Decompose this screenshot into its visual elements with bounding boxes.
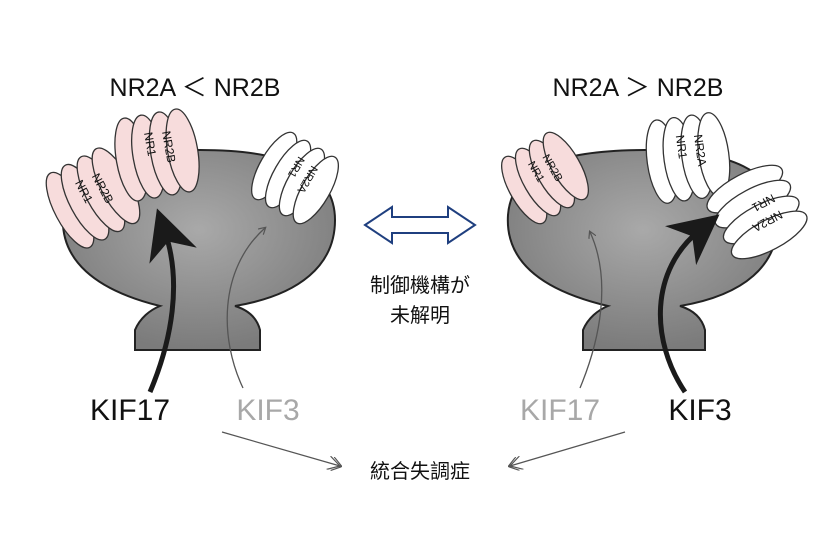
right-receptor-side: NR1 NR2A [706, 164, 808, 260]
receptor-label-nr2a: NR2A [691, 133, 709, 167]
receptor-label-nr1: NR1 [673, 134, 690, 160]
right-receptor-top: NR1 NR2A [645, 112, 731, 204]
left-motor-strong: KIF17 [90, 394, 170, 427]
right-motor-weak: KIF17 [520, 394, 600, 427]
receptor-label-nr2b: NR2B [159, 130, 178, 164]
right-motor-strong: KIF3 [668, 394, 731, 427]
left-receptor-left: NR1 NR2B [45, 147, 141, 249]
left-title: NR2A ＜ NR2B [110, 74, 281, 102]
receptor-label-nr1: NR1 [141, 131, 159, 157]
double-arrow [363, 205, 477, 245]
left-panel: NR2A ＜ NR2B NR1 NR2B NR1 NR2B NR [45, 74, 339, 427]
right-title: NR2A ＞ NR2B [553, 74, 724, 102]
mechanism-line1: 制御機構が [370, 273, 470, 297]
right-weak-arrow [579, 232, 603, 389]
right-panel: NR2A ＞ NR2B NR1 NR2B NR1 NR2A NR1 [501, 74, 808, 427]
mechanism-line2: 未解明 [390, 303, 450, 327]
right-outcome-arrow [510, 431, 626, 466]
right-strong-arrow [657, 214, 720, 394]
left-motor-weak: KIF3 [236, 394, 299, 427]
outcome-label: 統合失調症 [370, 459, 470, 483]
right-receptor-pink: NR1 NR2B [501, 131, 589, 225]
left-outcome-arrow [221, 431, 340, 466]
left-receptor-white: NR1 NR2A [251, 131, 339, 225]
left-strong-arrow [147, 208, 197, 393]
center-panel: 制御機構が 未解明 統合失調症 [221, 205, 626, 483]
left-receptor-top: NR1 NR2B [114, 108, 200, 202]
left-weak-arrow [226, 228, 265, 389]
